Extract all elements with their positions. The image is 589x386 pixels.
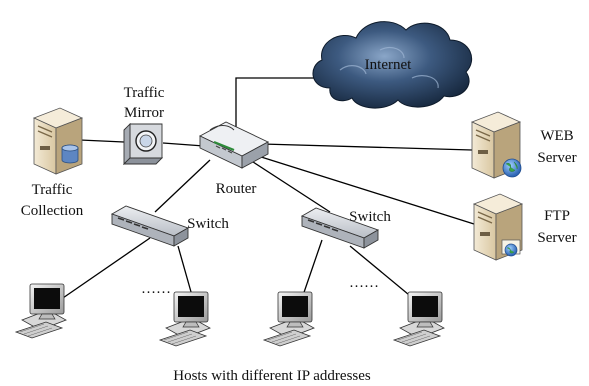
hosts-caption: Hosts with different IP addresses [173, 368, 371, 384]
ftp-server-label-line2: Server [537, 230, 576, 246]
computer-icon [393, 291, 445, 347]
computer-icon [15, 283, 67, 339]
router-icon [199, 121, 269, 169]
globe-icon [502, 158, 522, 178]
router-label: Router [216, 181, 257, 197]
host-computer-2 [159, 291, 211, 347]
host-computer-3 [263, 291, 315, 347]
switch-icon [111, 205, 189, 247]
web-server-label-line1: WEB [540, 128, 573, 144]
traffic-mirror-label-line1: Traffic [124, 85, 165, 101]
link-router-ftp [257, 155, 475, 225]
link-router-web [261, 143, 473, 151]
traffic-collection-label-line1: Traffic [32, 182, 73, 198]
router [199, 121, 269, 169]
traffic-collection-label-line2: Collection [21, 203, 84, 219]
link-router-switch-left [154, 159, 211, 213]
hosts-ellipsis-right: …… [349, 275, 379, 291]
traffic-mirror-label-line2: Mirror [124, 105, 164, 121]
server-icon [33, 107, 83, 175]
ftp-server [473, 193, 523, 261]
internet-cloud: Internet [312, 21, 472, 109]
web-server-label-line2: Server [537, 150, 576, 166]
host-computer-1 [15, 283, 67, 339]
computer-icon [159, 291, 211, 347]
computer-icon [263, 291, 315, 347]
link-mirror-router [162, 142, 205, 147]
link-switch-left-pc1 [59, 237, 151, 301]
internet-label: Internet [365, 57, 412, 73]
link-collection-mirror [79, 139, 125, 143]
globe-icon [501, 239, 521, 257]
traffic-collection-server [33, 107, 83, 175]
switch-left [111, 205, 189, 247]
switch-left-label: Switch [187, 216, 229, 232]
link-router-internet [235, 77, 322, 132]
database-icon [61, 144, 79, 164]
traffic-mirror [122, 122, 164, 166]
link-router-switch-right [249, 159, 331, 213]
mirror-icon [122, 122, 164, 166]
links [59, 77, 475, 307]
web-server [471, 111, 522, 179]
ftp-server-label-line1: FTP [544, 208, 570, 224]
hosts-ellipsis-left: …… [141, 281, 171, 297]
host-computer-4 [393, 291, 445, 347]
cloud-icon [312, 21, 472, 109]
switch-right-label: Switch [349, 209, 391, 225]
